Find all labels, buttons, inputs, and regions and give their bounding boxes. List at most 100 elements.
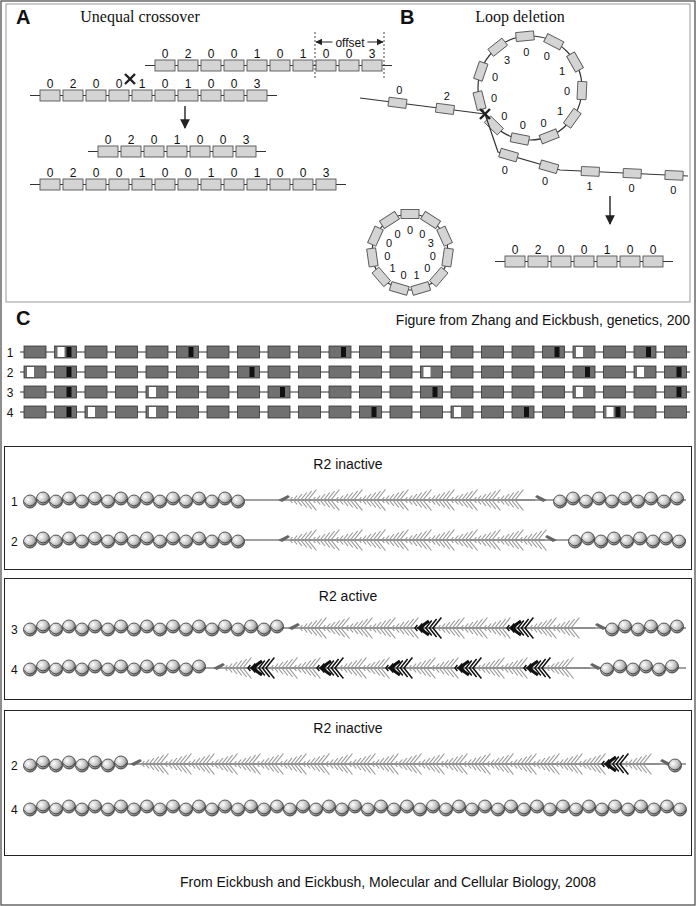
crossover-mark xyxy=(480,109,490,119)
label-holder: 0 xyxy=(501,106,507,124)
nascent-transcript xyxy=(482,754,490,775)
nucleosome xyxy=(154,495,167,508)
nascent-transcript xyxy=(364,618,372,639)
dna-wrap xyxy=(63,627,76,631)
dna-wrap xyxy=(414,810,427,814)
rdna-unit xyxy=(482,366,504,378)
dna-wrap xyxy=(606,502,619,506)
unit-count: 2 xyxy=(128,134,135,147)
nucleosome xyxy=(580,495,593,508)
r2-insertion xyxy=(341,347,346,357)
dna-wrap xyxy=(141,667,154,671)
label-holder: 0 xyxy=(277,44,284,62)
rdna-unit xyxy=(207,406,229,418)
dna-wrap xyxy=(24,670,37,674)
nucleosome xyxy=(37,532,50,545)
rdna-unit xyxy=(390,366,412,378)
label-holder: From Eickbush and Eickbush, Molecular an… xyxy=(180,873,596,891)
rdna-unit xyxy=(55,346,77,358)
unit-count: 0 xyxy=(323,48,330,61)
nascent-transcript xyxy=(473,658,481,679)
unit-count: 0 xyxy=(105,134,112,147)
nucleosome xyxy=(632,495,645,508)
nascent-transcript xyxy=(579,761,581,767)
dna-wrap xyxy=(258,810,271,814)
nucleosome xyxy=(193,620,206,633)
rdna-unit xyxy=(268,386,290,398)
nucleosome xyxy=(661,800,674,813)
nascent-transcript xyxy=(464,761,466,767)
unit-count: 0 xyxy=(93,167,100,180)
dna-wrap xyxy=(310,810,323,814)
label-holder: 0 xyxy=(116,163,123,181)
unit-count: 0 xyxy=(208,78,215,91)
rdna-unit xyxy=(360,346,382,358)
nucleosome xyxy=(37,800,50,813)
unit-count: 3 xyxy=(243,134,250,147)
rdna-unit xyxy=(665,346,687,358)
label-holder: 1 xyxy=(139,163,146,181)
unit-count: 0 xyxy=(492,71,498,83)
label-holder: 0 xyxy=(93,163,100,181)
nascent-transcript xyxy=(474,537,476,543)
unit-count: 1 xyxy=(390,262,396,274)
unit-count: 0 xyxy=(491,92,497,104)
nucleosome xyxy=(557,800,570,813)
nucleosome xyxy=(193,660,206,673)
nascent-transcript xyxy=(280,761,282,767)
rdna-unit xyxy=(236,146,256,157)
rdna-unit xyxy=(116,386,138,398)
label-holder: 0 xyxy=(386,234,392,252)
label-holder: R2 inactive xyxy=(313,719,382,737)
nucleosome xyxy=(206,535,219,548)
rdna-unit xyxy=(474,61,488,81)
nascent-transcript xyxy=(474,497,476,503)
rdna-unit xyxy=(451,386,473,398)
nucleosome xyxy=(128,803,141,816)
nucleosome xyxy=(24,623,37,636)
dna-wrap xyxy=(115,539,128,543)
unit-count: 0 xyxy=(162,167,169,180)
dna-wrap xyxy=(479,807,492,811)
rdna-unit xyxy=(623,168,641,178)
label-holder: 0 xyxy=(395,224,401,242)
dna-wrap xyxy=(660,539,673,543)
dna-wrap xyxy=(647,542,660,546)
nascent-transcript xyxy=(331,530,339,551)
r2-transcript xyxy=(252,661,262,675)
dna-wrap xyxy=(167,539,180,543)
nucleosome xyxy=(115,660,128,673)
label-holder: 0 xyxy=(151,130,158,148)
rdna-unit xyxy=(379,211,399,228)
unit-count: 1 xyxy=(559,65,565,77)
unit-count: 1 xyxy=(139,78,146,91)
nascent-transcript xyxy=(331,490,339,511)
nucleosome xyxy=(570,803,583,816)
nascent-transcript xyxy=(354,490,362,511)
nascent-transcript xyxy=(266,658,274,679)
nucleosome xyxy=(141,660,154,673)
nascent-transcript xyxy=(349,761,351,767)
strand-line xyxy=(485,114,688,176)
rdna-unit xyxy=(178,179,198,190)
nucleosome xyxy=(569,535,582,548)
nascent-transcript xyxy=(533,761,535,767)
unit-count: 0 xyxy=(501,110,507,122)
rdna-unit xyxy=(24,346,46,358)
nucleosome xyxy=(582,532,595,545)
dna-wrap xyxy=(102,670,115,674)
nucleosome xyxy=(102,803,115,816)
nascent-transcript xyxy=(556,761,558,767)
r2-insertion xyxy=(67,367,72,377)
nascent-transcript xyxy=(395,761,397,767)
label-holder: 4 xyxy=(11,660,18,678)
nucleosome xyxy=(632,623,645,636)
terminator-mark xyxy=(535,495,547,502)
unit-count: 0 xyxy=(93,78,100,91)
nascent-transcript xyxy=(479,618,487,639)
nascent-transcript xyxy=(413,754,421,775)
nucleosome xyxy=(375,800,388,813)
rdna-unit xyxy=(573,386,595,398)
nucleosome xyxy=(76,623,89,636)
rdna-unit xyxy=(390,406,412,418)
